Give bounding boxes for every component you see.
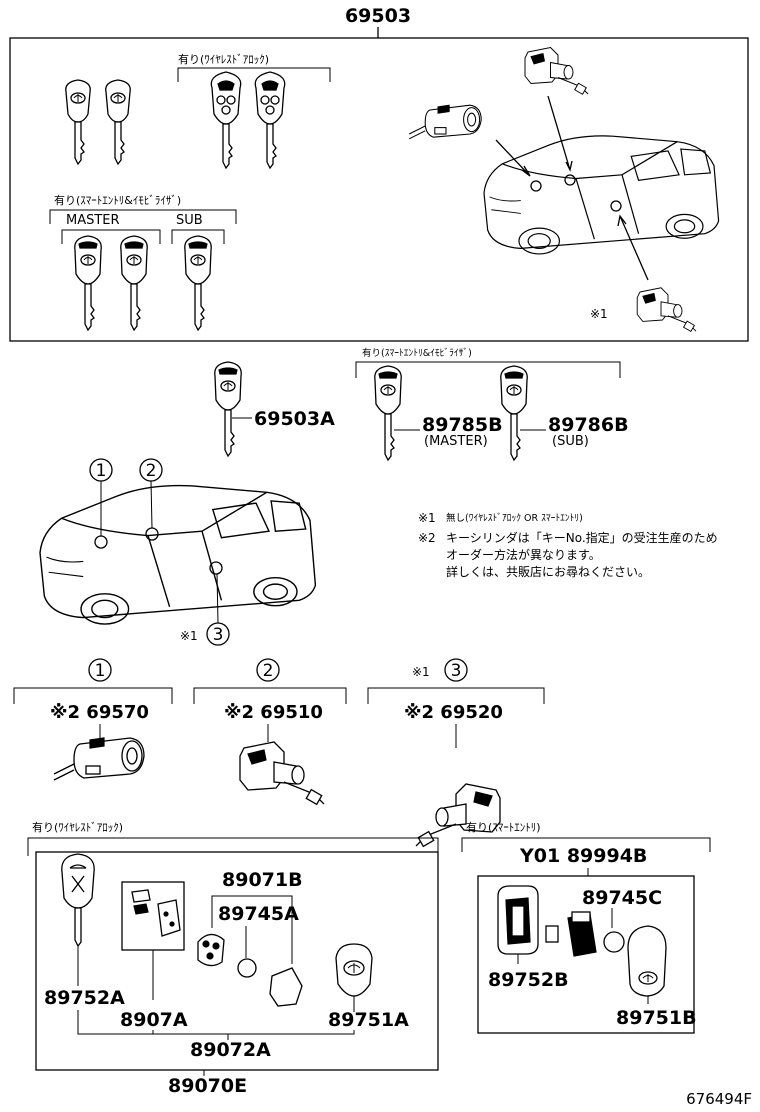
door-cylinder-top xyxy=(524,47,589,95)
wireless-kit-group: 有り(ﾜｲﾔﾚｽﾄﾞｱﾛｯｸ) 89752A 8907A 89071B 8974… xyxy=(27,820,439,1097)
plain-key-2 xyxy=(105,79,131,165)
part-number-y01-89994b: Y01 89994B xyxy=(519,845,647,867)
car-illustration-main: 1 2 ※1 3 xyxy=(39,458,317,646)
wireless-kit-frame xyxy=(35,851,439,1071)
cover-89751b-illustration xyxy=(627,925,667,997)
arrow-icon xyxy=(617,214,649,281)
key-69503a-illustration xyxy=(214,361,242,457)
part-number-89752a: 89752A xyxy=(44,987,125,1009)
smart-group-label-mid: 有り(ｽﾏｰﾄｴﾝﾄﾘ&ｲﾓﾋﾞﾗｲｻﾞ) xyxy=(362,347,472,359)
arrow-icon xyxy=(547,95,573,172)
svg-text:3: 3 xyxy=(213,625,224,645)
note2-mark: ※2 xyxy=(418,531,436,545)
top-kit-frame xyxy=(9,37,749,342)
smart-master-key-2 xyxy=(120,235,148,331)
wireless-group-label-top: 有り(ﾜｲﾔﾚｽﾄﾞｱﾛｯｸ) xyxy=(178,52,269,66)
cylinder-3-group: ※1 3 ※2 69520 xyxy=(367,658,545,847)
top-kit-group: 69503 有り(ﾜｲﾔﾚｽﾄﾞｱﾛｯｸ) 有り(ｽﾏｰﾄｴﾝﾄﾘ&ｲﾓﾋﾞﾗｲ… xyxy=(9,5,749,342)
smart-master-key-1 xyxy=(74,235,102,331)
wireless-group-label-bottom: 有り(ﾜｲﾔﾚｽﾄﾞｱﾛｯｸ) xyxy=(32,820,123,834)
middle-keys-group: 69503A 有り(ｽﾏｰﾄｴﾝﾄﾘ&ｲﾓﾋﾞﾗｲｻﾞ) 89785B (MAS… xyxy=(214,347,629,461)
cover-89745a-illustration xyxy=(269,967,303,1007)
part-number-89745a: 89745A xyxy=(218,903,299,925)
back-cylinder-top xyxy=(636,287,697,332)
part-number-69510: ※2 69510 xyxy=(224,702,323,723)
part-number-89751a: 89751A xyxy=(328,1009,409,1031)
cylinder-2-group: 2 ※2 69510 xyxy=(193,658,347,805)
note-mark-top: ※1 xyxy=(590,307,608,321)
part-number-89786b: 89786B xyxy=(548,414,629,436)
note2-line3: 詳しくは、共販店にお尋ねください。 xyxy=(446,564,650,579)
diagram-id: 676494F xyxy=(686,1090,752,1108)
smartentry-kit-frame xyxy=(477,875,695,1034)
part-number-89072a: 89072A xyxy=(190,1039,271,1061)
battery-smart-illustration xyxy=(603,931,625,953)
part-sub-master: (MASTER) xyxy=(424,434,488,449)
part-number-89752b: 89752B xyxy=(488,969,569,991)
part-number-69503: 69503 xyxy=(345,5,411,27)
plain-key-1 xyxy=(65,79,91,165)
smart-group-label-top: 有り(ｽﾏｰﾄｴﾝﾄﾘ&ｲﾓﾋﾞﾗｲｻﾞ) xyxy=(54,193,181,207)
svg-text:※1: ※1 xyxy=(180,629,198,643)
remote-key-1 xyxy=(210,71,242,169)
part-number-89745c: 89745C xyxy=(582,887,662,909)
smartentry-group-label: 有り(ｽﾏｰﾄｴﾝﾄﾘ) xyxy=(466,820,541,834)
cylinder-1-group: 1 ※2 69570 xyxy=(13,658,173,781)
key-89786b-illustration xyxy=(500,365,528,461)
part-number-8907a: 8907A xyxy=(120,1009,188,1031)
remote-key-2 xyxy=(254,71,286,169)
part-number-69570: ※2 69570 xyxy=(50,702,149,723)
card-case-illustration xyxy=(497,885,539,955)
part-number-89751b: 89751B xyxy=(616,1007,697,1029)
button-pad-illustration xyxy=(197,933,225,967)
master-label: MASTER xyxy=(66,213,120,228)
note1-mark: ※1 xyxy=(418,511,436,525)
svg-text:2: 2 xyxy=(146,461,157,481)
svg-text:3: 3 xyxy=(451,661,462,681)
part-number-89071b: 89071B xyxy=(222,869,303,891)
callout-2: 2 xyxy=(139,458,163,529)
part-number-69520: ※2 69520 xyxy=(404,702,503,723)
car-illustration-top xyxy=(483,135,720,255)
key-89752a-illustration xyxy=(61,853,95,948)
note2-line1: キーシリンダは「キーNo.指定」の受注生産のため xyxy=(446,530,718,545)
note1-text: 無し(ﾜｲﾔﾚｽﾄﾞｱﾛｯｸ OR ｽﾏｰﾄｴﾝﾄﾘ) xyxy=(446,512,583,524)
part-number-89785b: 89785B xyxy=(422,414,503,436)
notes-block: ※1 無し(ﾜｲﾔﾚｽﾄﾞｱﾛｯｸ OR ｽﾏｰﾄｴﾝﾄﾘ) ※2 キーシリンダ… xyxy=(418,511,718,579)
inner-module-illustration xyxy=(545,911,597,957)
pcb-parts-illustration xyxy=(131,889,181,937)
svg-text:2: 2 xyxy=(263,661,274,681)
note2-line2: オーダー方法が異なります。 xyxy=(446,547,601,562)
arrow-icon xyxy=(495,139,531,177)
callout-1: 1 xyxy=(89,458,113,536)
part-sub-sub: (SUB) xyxy=(552,434,589,449)
ignition-cylinder-top xyxy=(408,104,482,140)
part-number-89070e: 89070E xyxy=(168,1075,247,1097)
key-89751a-illustration xyxy=(335,943,373,997)
svg-text:※1: ※1 xyxy=(412,665,430,679)
svg-text:1: 1 xyxy=(96,461,107,481)
part-number-69503a: 69503A xyxy=(254,408,335,430)
sub-label: SUB xyxy=(176,213,203,228)
battery-illustration xyxy=(237,958,257,978)
key-89785b-illustration xyxy=(374,365,402,461)
smart-sub-key xyxy=(184,235,212,331)
svg-text:1: 1 xyxy=(95,661,106,681)
callout-3: ※1 3 xyxy=(180,573,230,646)
smartentry-kit-group: 有り(ｽﾏｰﾄｴﾝﾄﾘ) Y01 89994B 89752B 89745C 89… xyxy=(461,820,711,1034)
